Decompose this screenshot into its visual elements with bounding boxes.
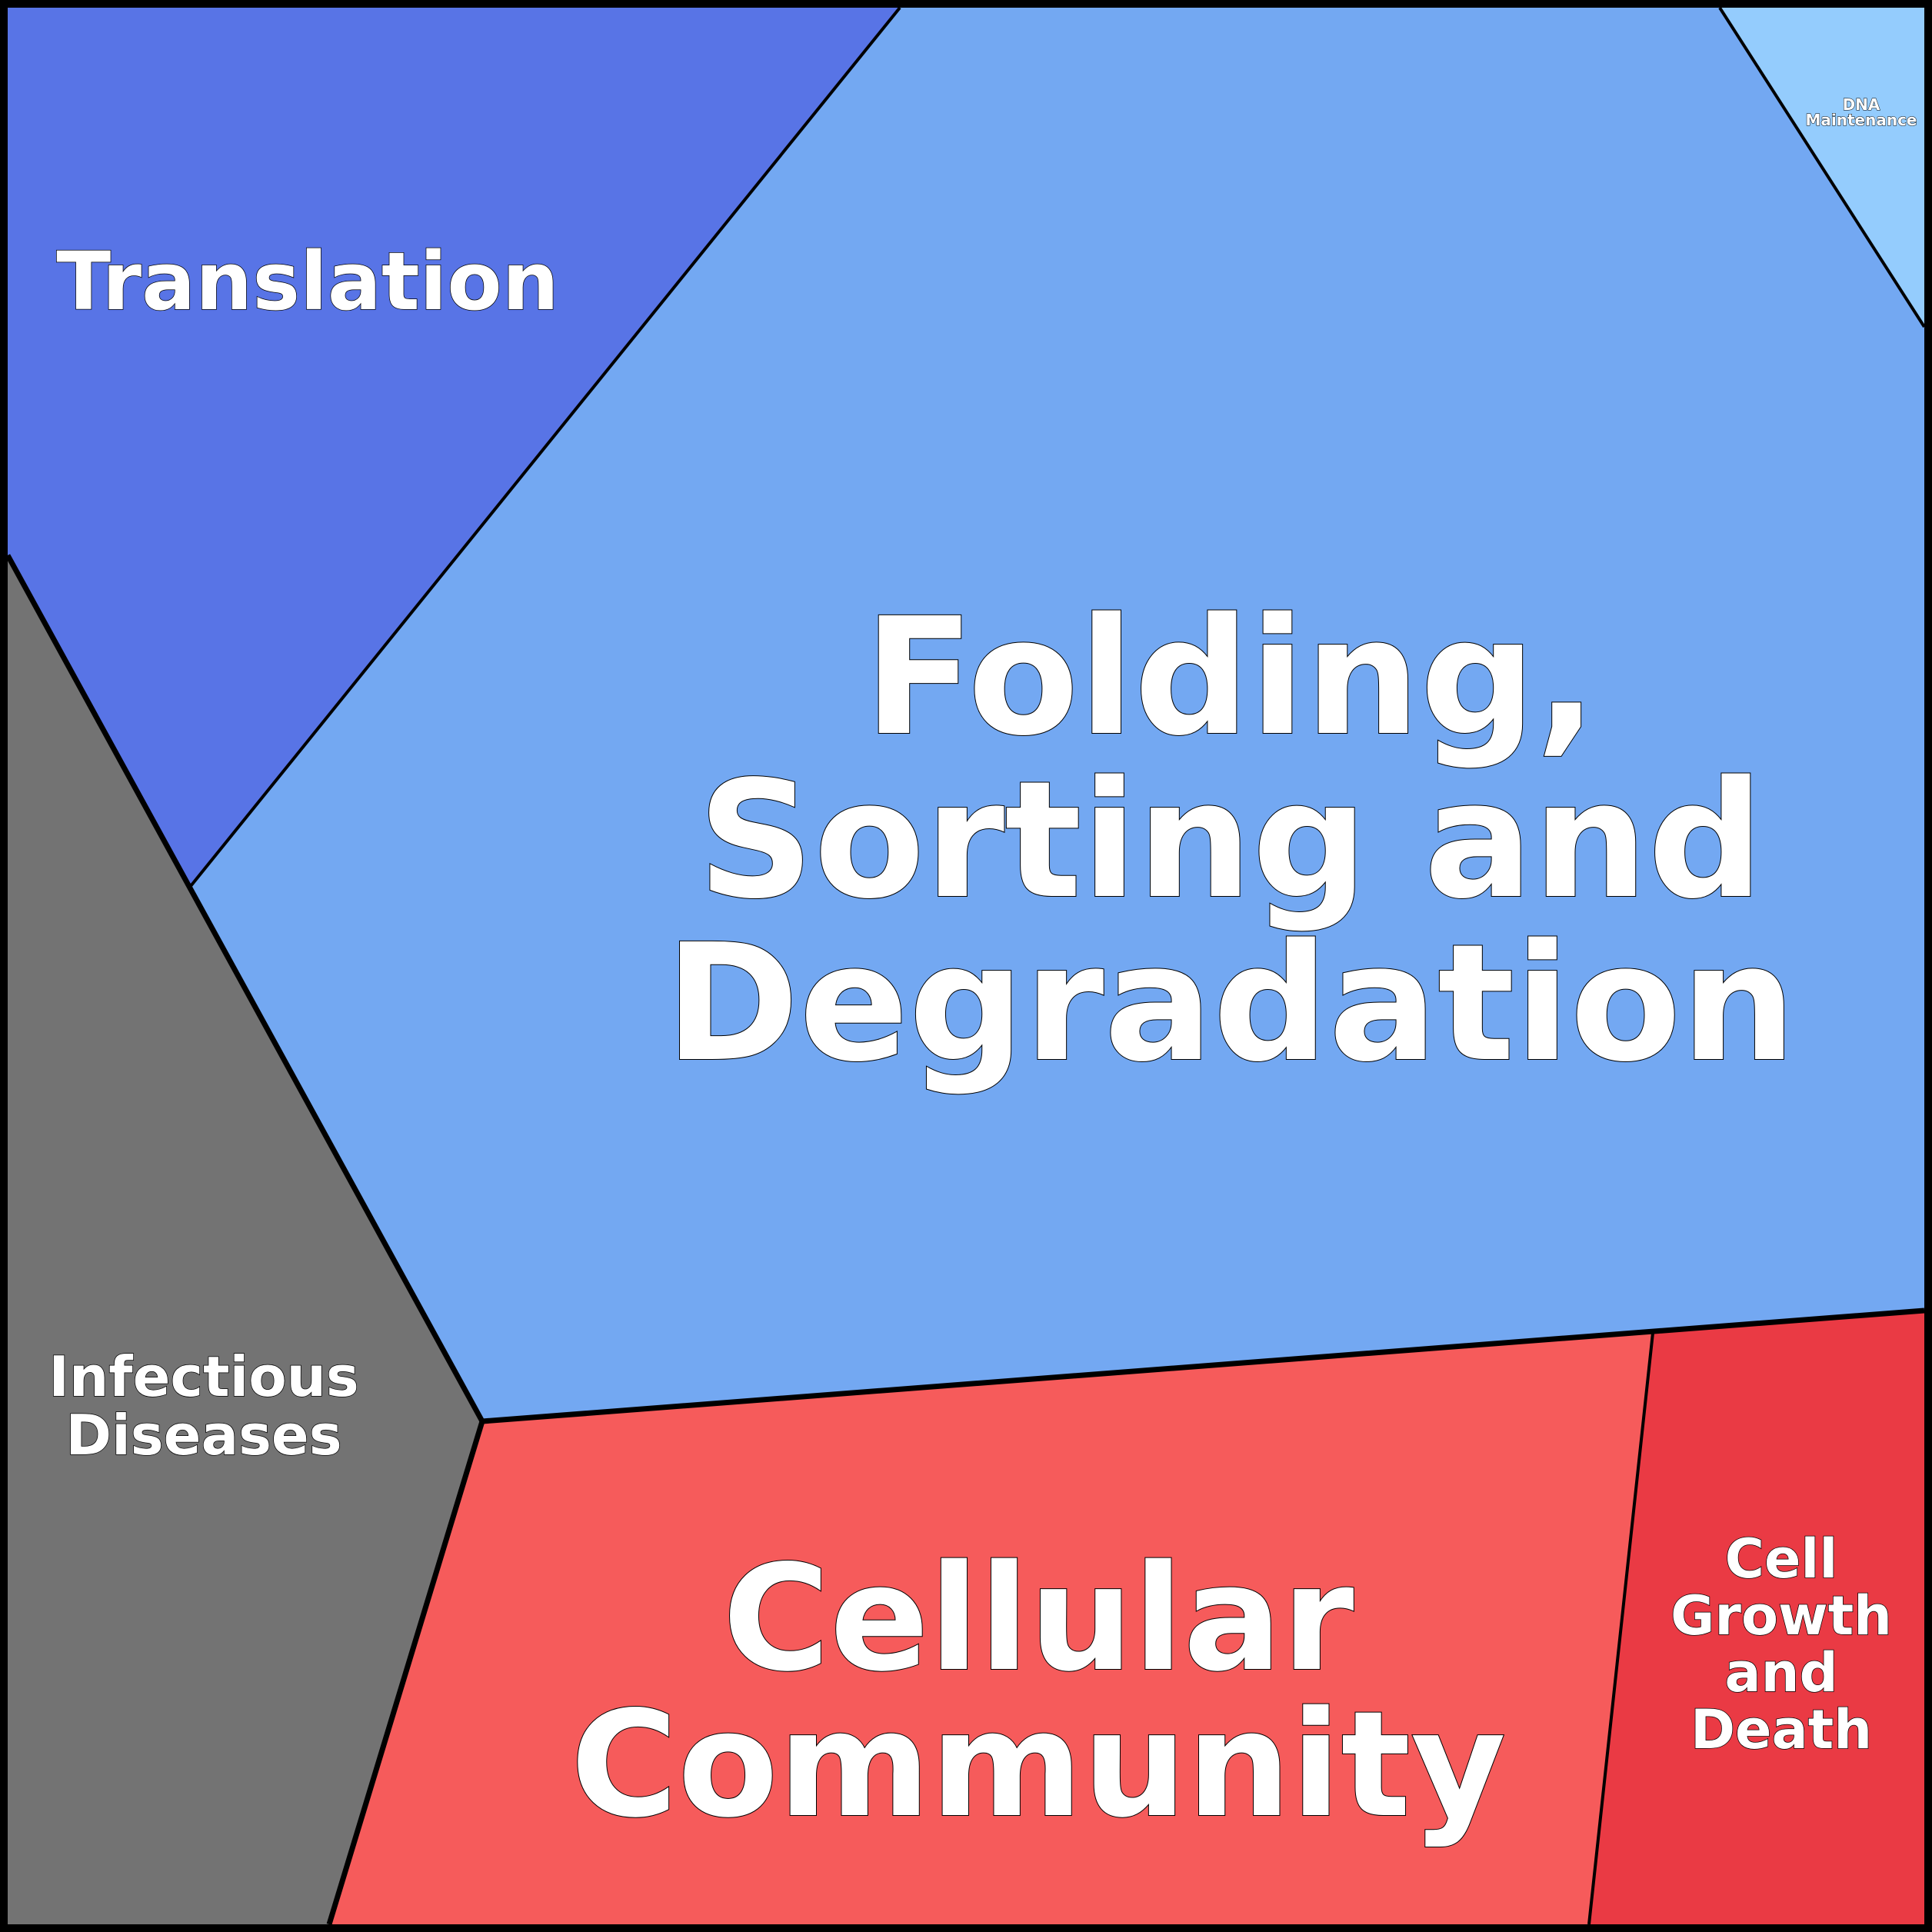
cells-layer: [8, 8, 1924, 1924]
label-community-line: Cellular: [723, 1534, 1354, 1704]
cell-folding: [191, 8, 1924, 1421]
label-folding-line: Folding,: [864, 583, 1597, 771]
label-growth-line: Cell: [1725, 1527, 1838, 1591]
cell-growth: [1589, 1311, 1924, 1924]
outer-border-2: [326, 1420, 485, 1926]
inner-border-0: [189, 6, 901, 888]
label-translation: Translation: [56, 235, 559, 328]
label-growth-line: and: [1724, 1641, 1837, 1704]
cell-community: [329, 1333, 1653, 1924]
label-community-line: Community: [571, 1680, 1506, 1850]
outer-border-1: [481, 1307, 1925, 1424]
label-folding-line: Degradation: [665, 909, 1797, 1098]
label-infectious-line: Infectious: [48, 1344, 359, 1409]
label-folding-line: Sorting and: [698, 746, 1764, 934]
label-dna-line: Maintenance: [1805, 111, 1917, 129]
label-translation-line: Translation: [56, 235, 559, 328]
outer-border-0: [5, 554, 485, 1423]
label-growth-line: Death: [1690, 1698, 1872, 1761]
cell-infectious: [8, 555, 482, 1924]
label-growth-line: Growth: [1671, 1584, 1892, 1647]
label-dna-line: DNA: [1843, 95, 1880, 114]
inner-border-2: [1587, 1332, 1654, 1925]
cell-translation: [8, 8, 900, 886]
inner-border-1: [1718, 6, 1926, 328]
label-infectious-line: Diseases: [65, 1403, 341, 1467]
